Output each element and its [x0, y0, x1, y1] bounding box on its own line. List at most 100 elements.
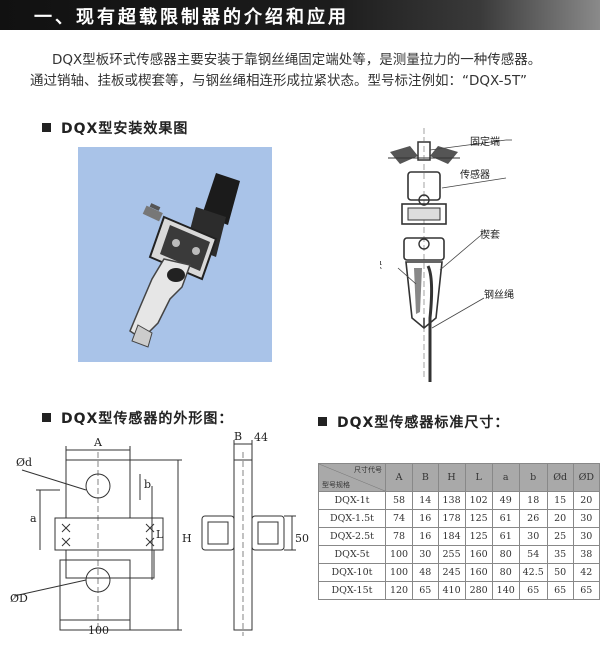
value-cell: 20 [572, 491, 600, 510]
page-title: 一、现有超载限制器的介绍和应用 [34, 7, 349, 28]
intro-line-1: DQX型板环式传感器主要安装于靠钢丝绳固定端处等，是测量拉力的一种传感器。 [52, 52, 542, 68]
dim-H: H [182, 532, 192, 545]
dim-b: b [144, 478, 151, 491]
value-cell: 38 [572, 545, 600, 564]
label-wire-rope: 钢丝绳 [484, 288, 514, 301]
value-cell: 184 [437, 527, 466, 546]
bullet-square [42, 123, 51, 132]
section-outline-title: DQX型传感器的外形图： [61, 411, 234, 427]
wire-rope [426, 265, 434, 382]
value-cell: 42.5 [518, 563, 548, 582]
value-cell: 74 [384, 509, 414, 528]
value-cell: 30 [572, 527, 600, 546]
table-corner-cell: 尺寸代号 型号规格 [318, 463, 386, 492]
dim-100: 100 [88, 624, 109, 637]
intro-text: DQX型板环式传感器主要安装于靠钢丝绳固定端处等，是测量拉力的一种传感器。 通过… [30, 50, 590, 92]
section-install-title: DQX型安装效果图 [61, 121, 189, 137]
fixed-end-plate-left [390, 146, 418, 164]
fixed-end-plate-right [430, 146, 458, 164]
value-cell: 140 [491, 581, 520, 600]
column-header: b [518, 463, 548, 492]
model-cell: DQX-10t [318, 563, 386, 582]
value-cell: 80 [491, 563, 520, 582]
value-cell: 42 [572, 563, 600, 582]
model-cell: DQX-15t [318, 581, 386, 600]
value-cell: 20 [546, 509, 574, 528]
value-cell: 18 [518, 491, 548, 510]
section-dims: DQX型传感器标准尺寸： [318, 412, 509, 432]
dim-L: L [156, 528, 164, 541]
column-header: ØD [572, 463, 600, 492]
label-wedge-sleeve: 楔套 [480, 228, 500, 241]
value-cell: 14 [412, 491, 439, 510]
value-cell: 65 [518, 581, 548, 600]
dim-phi-d: Ød [16, 456, 32, 469]
corner-top-label: 尺寸代号 [354, 466, 382, 474]
sensor-photo-illustration [129, 173, 240, 348]
value-cell: 80 [491, 545, 520, 564]
value-cell: 255 [437, 545, 466, 564]
dim-50: 50 [295, 532, 309, 545]
value-cell: 160 [464, 545, 493, 564]
corner-bottom-label: 型号规格 [322, 481, 350, 489]
intro-line-2: 通过销轴、挂板或楔套等，与钢丝绳相连形成拉紧状态。型号标注例如：“DQX-5T” [30, 73, 527, 89]
column-header: a [491, 463, 520, 492]
value-cell: 25 [546, 527, 574, 546]
label-sensor: 传感器 [460, 168, 490, 181]
outline-side-view: B 44 50 [201, 430, 309, 636]
dim-B: B [234, 430, 242, 443]
bullet-square [42, 413, 51, 422]
value-cell: 16 [412, 527, 439, 546]
value-cell: 58 [384, 491, 414, 510]
column-header: Ød [546, 463, 574, 492]
dim-A: A [93, 436, 103, 449]
value-cell: 48 [412, 563, 439, 582]
dim-44: 44 [254, 431, 268, 444]
value-cell: 49 [491, 491, 520, 510]
column-header: B [412, 463, 439, 492]
label-fixed-end: 固定端 [470, 135, 500, 148]
value-cell: 410 [437, 581, 466, 600]
title-banner: 一、现有超载限制器的介绍和应用 [0, 0, 600, 30]
outline-front-view: A b Ød a L H ØD 100 [10, 436, 192, 637]
sensor-body [401, 203, 447, 225]
wedge-block [414, 268, 422, 314]
value-cell: 50 [546, 563, 574, 582]
value-cell: 125 [464, 527, 493, 546]
value-cell: 61 [491, 509, 520, 528]
column-header: A [384, 463, 414, 492]
model-cell: DQX-5t [318, 545, 386, 564]
value-cell: 65 [546, 581, 574, 600]
value-cell: 100 [384, 563, 414, 582]
value-cell: 65 [572, 581, 600, 600]
table-header-row: 尺寸代号 型号规格 A B H L a b Ød ØD [318, 463, 600, 492]
value-cell: 30 [412, 545, 439, 564]
value-cell: 15 [546, 491, 574, 510]
value-cell: 160 [464, 563, 493, 582]
value-cell: 54 [518, 545, 548, 564]
value-cell: 125 [464, 509, 493, 528]
value-cell: 61 [491, 527, 520, 546]
dim-phi-D: ØD [10, 592, 28, 605]
install-diagram: 固定端 传感器 楔套 楔块 钢丝绳 [380, 128, 514, 382]
section-outline: DQX型传感器的外形图： [42, 408, 233, 428]
column-header: H [437, 463, 466, 492]
column-header: L [464, 463, 493, 492]
dim-a: a [30, 512, 37, 525]
value-cell: 26 [518, 509, 548, 528]
model-cell: DQX-2.5t [318, 527, 386, 546]
value-cell: 120 [384, 581, 414, 600]
label-wedge-block: 楔块 [380, 259, 382, 271]
value-cell: 100 [384, 545, 414, 564]
value-cell: 245 [437, 563, 466, 582]
value-cell: 30 [518, 527, 548, 546]
value-cell: 178 [437, 509, 466, 528]
model-cell: DQX-1.5t [318, 509, 386, 528]
value-cell: 102 [464, 491, 493, 510]
